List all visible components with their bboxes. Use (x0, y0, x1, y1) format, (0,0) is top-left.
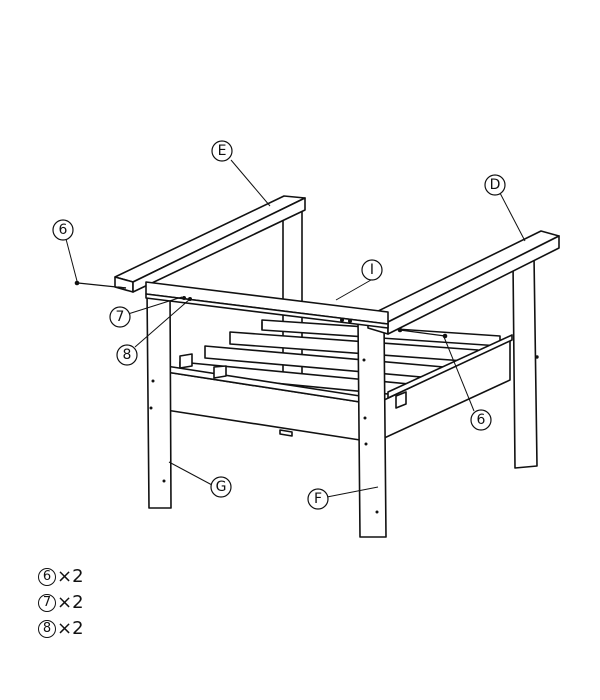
screw-left (74, 280, 127, 289)
leader-F (326, 486, 379, 498)
callout-screw-left-label: 6 (59, 222, 68, 238)
leader-E (230, 159, 271, 207)
callout-nut: 8 (116, 344, 138, 366)
callout-G: G (210, 476, 232, 498)
leader-nut (134, 298, 191, 348)
leg-back-right (512, 255, 539, 469)
part-qty-nut: ×2 (57, 618, 84, 639)
part-mark-screw: 6 (38, 568, 56, 586)
leader-G (168, 461, 213, 486)
callout-I: I (361, 259, 383, 281)
part-mark-washer: 7 (38, 594, 56, 612)
parts-row-washer: 7 ×2 (38, 590, 84, 616)
front-rail-I (145, 281, 389, 329)
callout-screw-right: 6 (470, 409, 492, 431)
callout-nut-label: 8 (123, 347, 132, 363)
leader-D (499, 192, 526, 242)
seat-brackets (179, 353, 407, 409)
parts-row-nut: 8 ×2 (38, 616, 84, 642)
part-qty-screw: ×2 (57, 566, 84, 587)
callout-E-label: E (218, 143, 227, 159)
leg-front-left-G (146, 289, 172, 509)
callout-F: F (307, 488, 329, 510)
callout-I-label: I (370, 262, 374, 278)
callout-E: E (211, 140, 233, 162)
callout-screw-right-label: 6 (477, 412, 486, 428)
part-mark-nut: 8 (38, 620, 56, 638)
armrest-E (114, 195, 306, 293)
leg-front-right-F (357, 319, 387, 538)
callout-washer-label: 7 (116, 309, 125, 325)
parts-row-screw: 6 ×2 (38, 564, 84, 590)
callout-screw-left: 6 (52, 219, 74, 241)
leader-screw-right (443, 336, 475, 412)
part-qty-washer: ×2 (57, 592, 84, 613)
callout-D: D (484, 174, 506, 196)
leader-I (335, 279, 372, 301)
hardware-parts-list: 6 ×2 7 ×2 8 ×2 (38, 564, 84, 642)
callout-D-label: D (490, 177, 501, 193)
screw-right (397, 327, 448, 339)
callout-G-label: G (216, 479, 227, 495)
leader-washer (127, 296, 183, 315)
callout-washer: 7 (109, 306, 131, 328)
leader-screw-left (65, 238, 78, 282)
callout-F-label: F (314, 491, 322, 507)
